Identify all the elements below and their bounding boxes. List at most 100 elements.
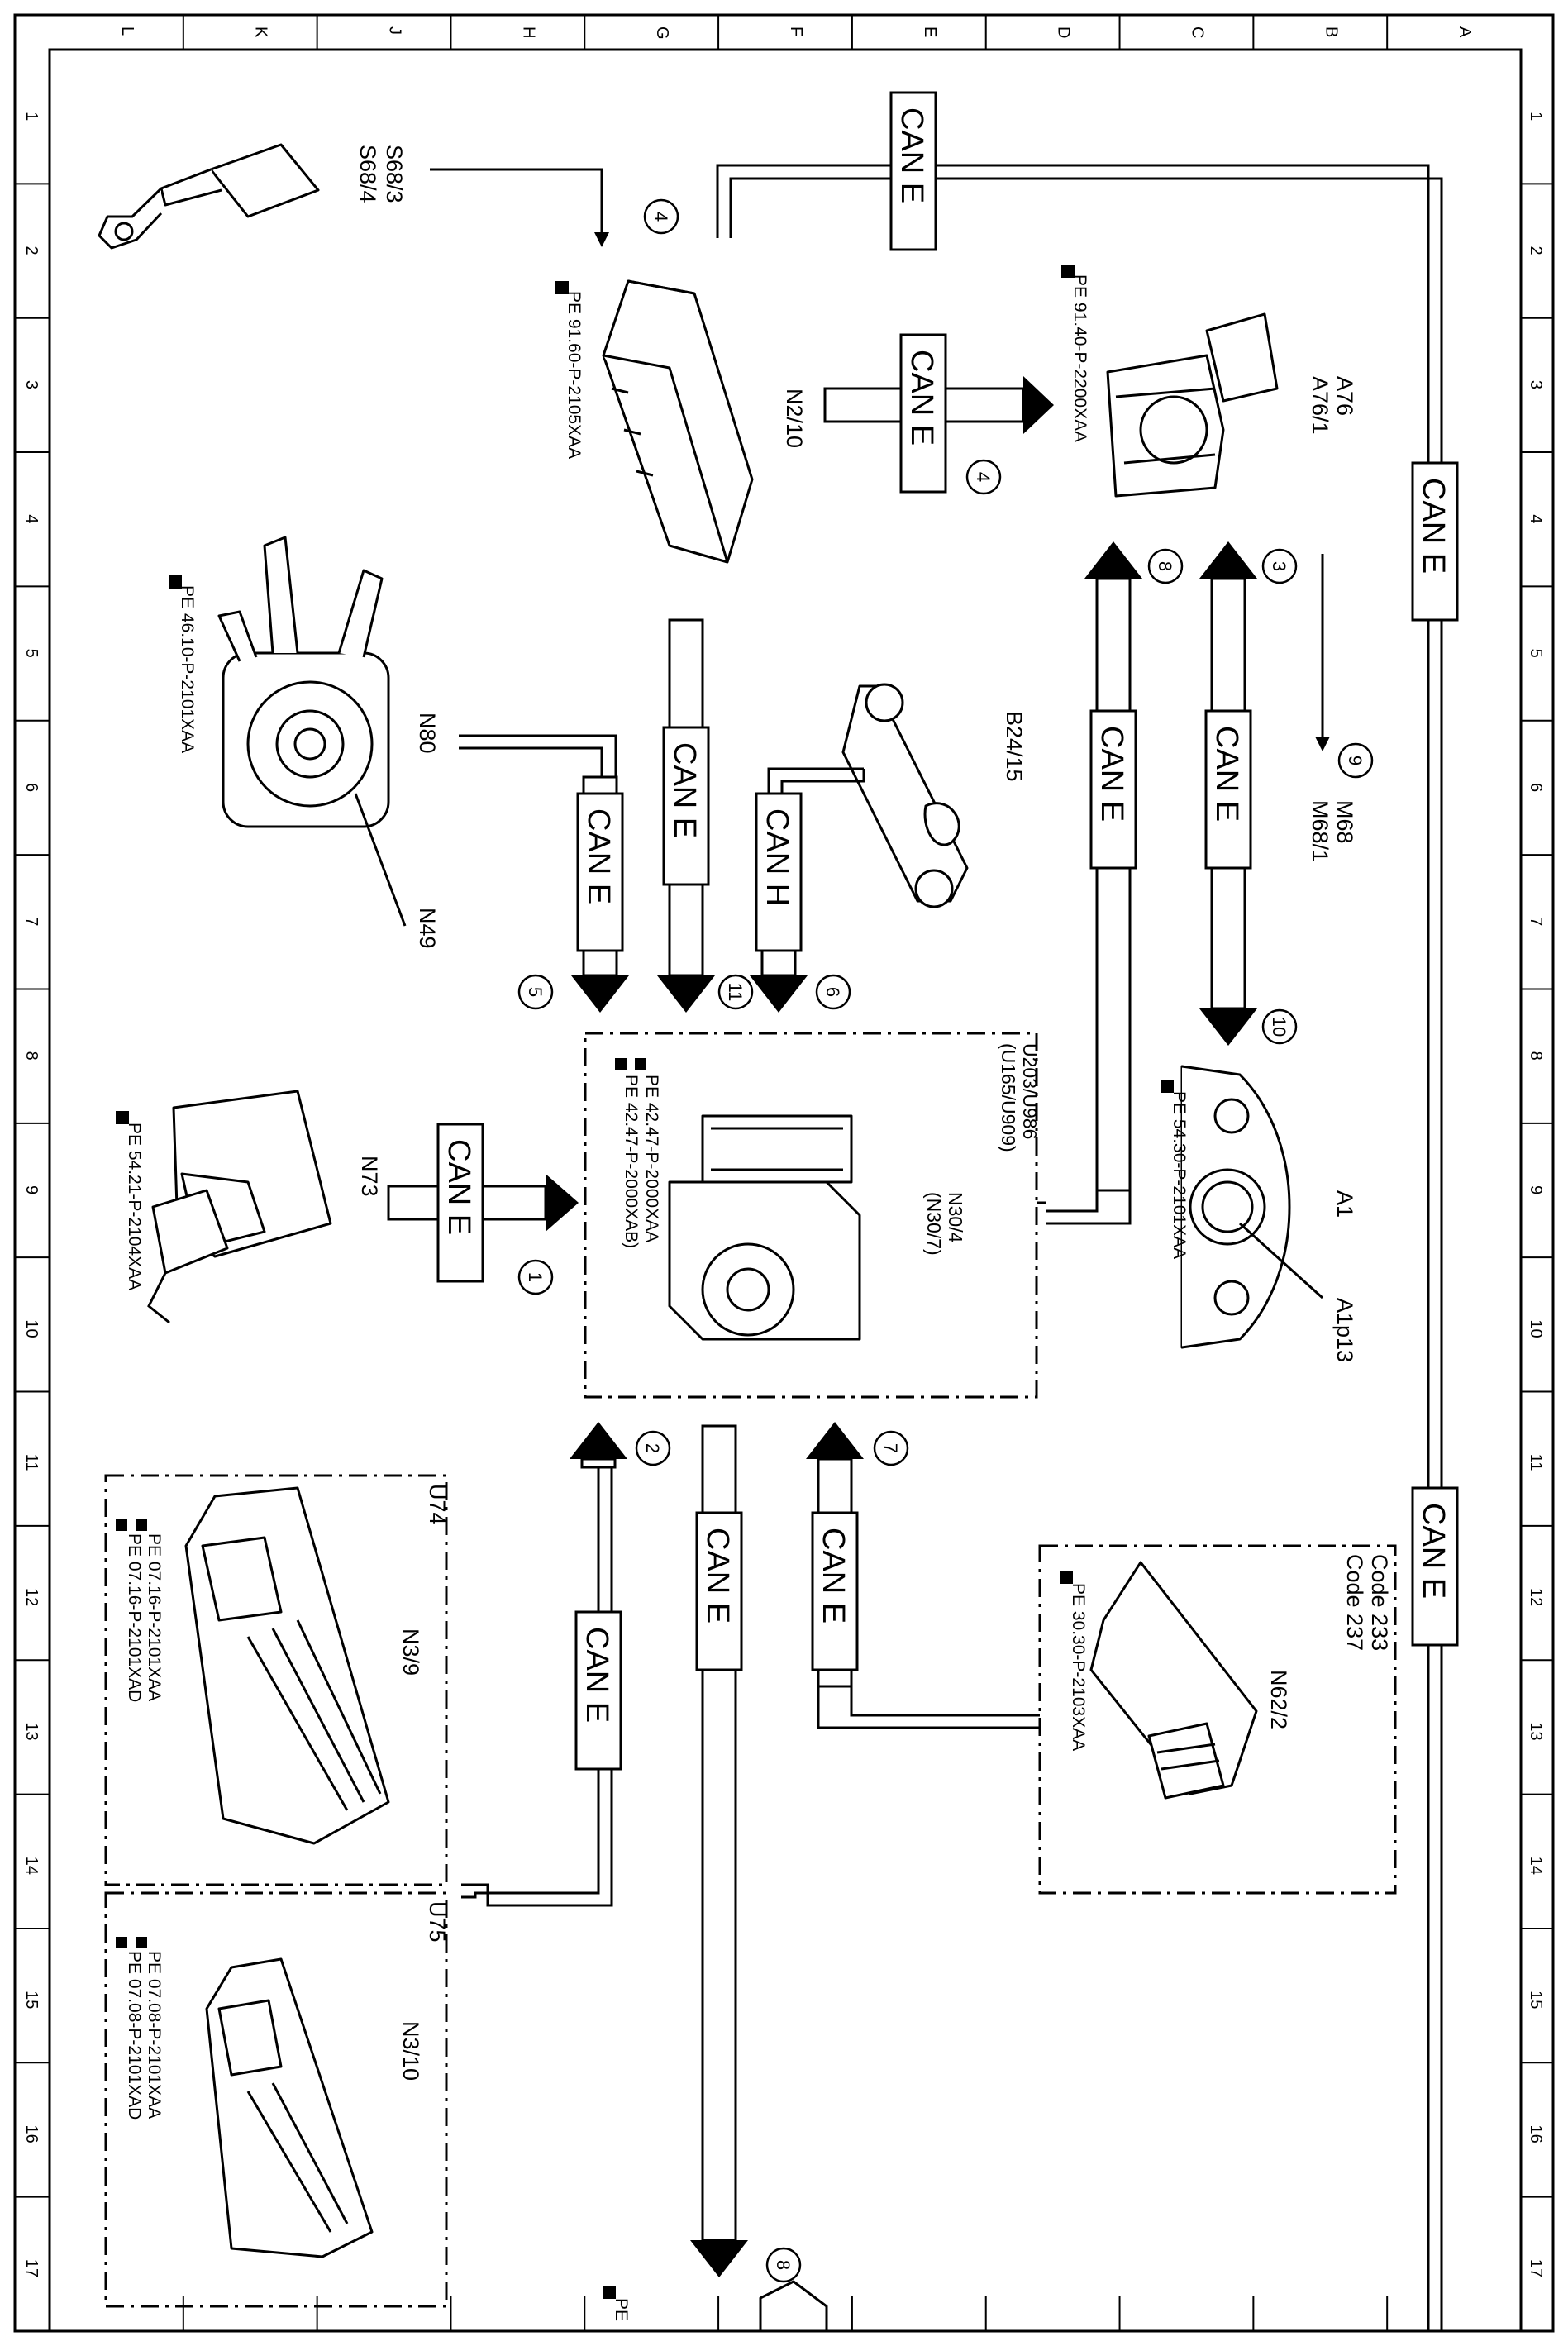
n30-4-esp-unit-icon [668,1114,861,1341]
u74-pe-ref-2: PE 07.16-P-2101XAD [125,1533,144,1702]
n73-ignition-switch-icon [147,1090,332,1324]
callout-7: 7 [873,1430,909,1466]
a1-instrument-cluster-icon [1180,1065,1291,1349]
bottom-pe-ref: PE [612,2298,631,2321]
n2-10-label: N2/10 [782,389,807,448]
row-marker-left: 13 [22,1722,41,1740]
n80-pe-ref: PE 46.10-P-2101XAA [178,585,197,753]
n73-label: N73 [357,1156,382,1197]
row-marker-right: 9 [1527,1185,1545,1194]
a1-label: A1 [1332,1190,1357,1218]
row-marker-left: 17 [22,2259,41,2277]
a76-tensioner-icon [1106,312,1279,498]
can-e-trunk-label-lower: CAN E [1416,1503,1451,1599]
row-marker-right: 14 [1527,1857,1545,1875]
svg-text:2: 2 [642,1443,663,1453]
svg-text:CAN E: CAN E [581,808,616,904]
n73-pe-ref: PE 54.21-P-2104XAA [125,1123,144,1290]
a1p13-leader [1238,1222,1324,1299]
n80-to-n30-bus: CAN E [459,734,629,1013]
column-marker: B [1322,26,1340,37]
n30-label-line3: N30/4 [945,1192,966,1243]
svg-text:CAN E: CAN E [579,1627,614,1723]
a76-to-n30-bus: CAN E [1046,541,1142,1225]
n30-label-line2: (U165/U909) [998,1043,1019,1152]
b24-15-label: B24/15 [1002,711,1027,782]
n62-2-label: N62/2 [1266,1670,1291,1729]
n62-code-2: Code 237 [1342,1554,1367,1651]
svg-text:11: 11 [725,983,746,1002]
column-marker: H [519,26,537,38]
callout-2: 2 [635,1430,671,1466]
row-marker-right: 15 [1527,1991,1545,2009]
b24-15-sensor-icon [841,683,969,908]
n73-pe-icon [116,1111,129,1124]
row-marker-right: 10 [1527,1319,1545,1338]
n30-pe-ref-1: PE 42.47-P-2000XAA [642,1075,661,1242]
row-marker-left: 7 [22,917,41,926]
svg-text:6: 6 [822,987,843,997]
row-marker-left: 15 [22,1991,41,2009]
n3-9-label: N3/9 [398,1628,423,1676]
a1-pe-icon [1161,1080,1174,1093]
n2-10-pe-icon [555,281,569,294]
row-marker-left: 12 [22,1588,41,1606]
n3-9-ecu-icon [184,1486,390,1845]
row-marker-right: 17 [1527,2259,1545,2277]
column-marker: G [653,26,671,40]
row-marker-right: 2 [1527,246,1545,255]
row-marker-left: 5 [22,649,41,658]
svg-text:7: 7 [880,1443,901,1453]
n2-10-module-icon [602,279,754,564]
a76-label-2: A76/1 [1308,376,1332,435]
s68-signal-line [430,168,609,247]
callout-5: 5 [517,974,554,1010]
u74-pe-ref-1: PE 07.16-P-2101XAA [145,1533,164,1701]
u74-pe-icon [116,1519,147,1531]
column-marker: E [921,26,939,37]
n3-10-ecu-icon [205,1957,374,2258]
row-marker-left: 3 [22,380,41,389]
u74-label: U74 [425,1484,450,1525]
column-marker: L [118,26,136,36]
callout-6: 6 [815,974,851,1010]
column-marker: K [252,26,270,38]
n30-to-down-bus: CAN E [690,1424,748,2277]
row-marker-right: 4 [1527,514,1545,523]
can-e-trunk: CAN E CAN E CAN E [716,91,1459,2331]
svg-text:4: 4 [651,212,671,222]
row-marker-left: 14 [22,1857,41,1875]
row-marker-right: 6 [1527,783,1545,792]
u75-group-box [104,1891,448,2308]
n80-label: N80 [415,713,440,754]
row-marker-left: 11 [22,1454,41,1471]
row-marker-left: 16 [22,2124,41,2143]
u75-pe-ref-2: PE 07.08-P-2101XAD [125,1951,144,2120]
svg-text:3: 3 [1269,561,1289,571]
a76-pe-icon [1061,265,1075,278]
u75-pe-ref-1: PE 07.08-P-2101XAA [145,1951,164,2119]
bottom-partial-component-icon [759,2280,828,2333]
s68-label-1: S68/3 [382,145,407,203]
row-marker-left: 9 [22,1185,41,1194]
svg-text:CAN E: CAN E [667,742,702,838]
n62-pe-icon [1060,1571,1073,1584]
svg-text:CAN E: CAN E [816,1528,851,1624]
row-marker-right: 13 [1527,1722,1545,1740]
row-marker-left: 10 [22,1319,41,1338]
n30-group-box [584,1032,1038,1399]
callout-3: 3 [1261,548,1298,584]
n2-10-pe-ref: PE 91.60-P-2105XAA [565,291,584,459]
a76-to-a1-bus: CAN E [1199,541,1257,1046]
callout-9: 9 [1337,742,1374,779]
callout-10: 10 [1261,1008,1298,1045]
svg-text:10: 10 [1269,1017,1289,1037]
row-marker-right: 16 [1527,2124,1545,2143]
n62-code-1: Code 233 [1367,1554,1392,1651]
n62-pe-ref: PE 30.30-P-2103XAA [1069,1583,1088,1751]
callout-1: 1 [517,1259,554,1295]
svg-text:1: 1 [525,1272,546,1282]
callout-11: 11 [717,974,754,1010]
